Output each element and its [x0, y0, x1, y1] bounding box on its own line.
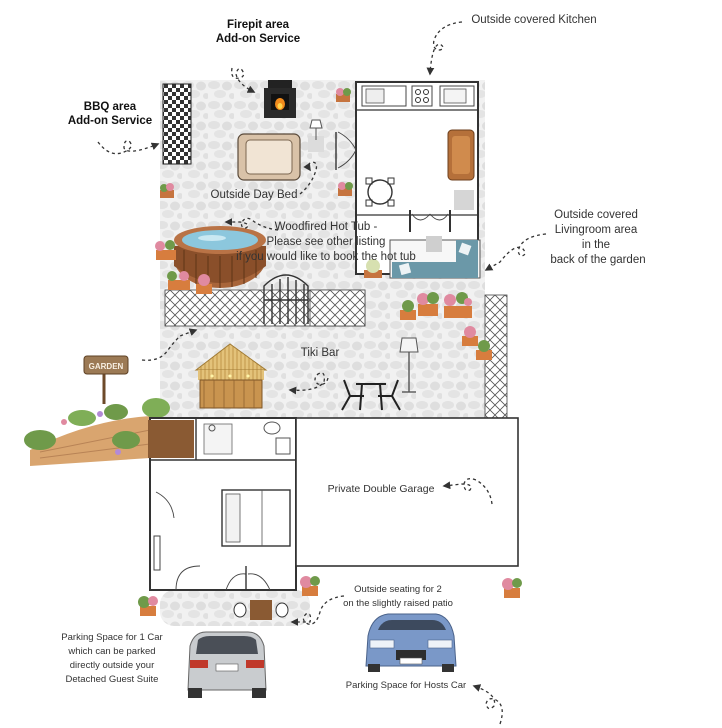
garage-label: Private Double Garage: [328, 483, 435, 495]
firepit-label-line1: Firepit area: [227, 19, 290, 31]
tiki-bar: [194, 343, 268, 409]
parking1-label-line1: Parking Space for 1 Car: [61, 632, 162, 643]
garden-sign-label: GARDEN: [89, 362, 124, 371]
hosts-car: [365, 613, 457, 672]
patio-seating: [233, 600, 289, 620]
table-and-chairs: [341, 379, 401, 411]
tiki-bar-label: Tiki Bar: [301, 347, 340, 359]
floor-lamp: [399, 337, 419, 393]
flower-pots: [138, 88, 522, 616]
woodfired-hot-tub: [174, 226, 266, 288]
parking1-label-line4: Detached Guest Suite: [66, 674, 159, 685]
garden-path: [24, 398, 170, 466]
guest-suite: [148, 417, 297, 591]
living-label-line2: Livingroom area: [555, 224, 638, 236]
day-bed-label: Outside Day Bed: [211, 189, 298, 201]
private-double-garage: [295, 417, 519, 567]
living-label-line3: in the: [582, 239, 610, 251]
bbq-label-line2: Add-on Service: [68, 115, 152, 127]
bbq-label-line1: BBQ area: [84, 101, 137, 113]
hot-tub-label-line2: Please see other listing: [267, 236, 386, 248]
living-label-line4: back of the garden: [550, 254, 645, 266]
garden-gate: [263, 274, 309, 324]
day-bed: [237, 133, 301, 181]
bbq-area-tiles: [162, 83, 192, 165]
seating-label-line2: on the slightly raised patio: [343, 598, 453, 609]
hot-tub-label-line1: Woodfired Hot Tub -: [275, 221, 378, 233]
floor-lamp-small: [308, 119, 324, 152]
hot-tub-label-line3: if you would like to book the hot tub: [236, 251, 416, 263]
living-room-area: [389, 236, 481, 279]
parking1-label-line3: directly outside your: [70, 660, 154, 671]
living-label-line1: Outside covered: [554, 209, 638, 221]
garden-sign: [83, 355, 129, 404]
seating-label-line1: Outside seating for 2: [354, 584, 442, 595]
guest-car: [187, 631, 267, 698]
labels: Firepit area Add-on Service BBQ area Add…: [61, 14, 645, 691]
parking1-label-line2: which can be parked: [67, 646, 155, 657]
firepit-label-line2: Add-on Service: [216, 33, 300, 45]
lattice-fence-mid: [309, 289, 366, 327]
kitchen-label: Outside covered Kitchen: [471, 14, 596, 26]
parking-hosts-label: Parking Space for Hosts Car: [346, 680, 466, 691]
arrows: [97, 21, 547, 725]
firepit-stove: [264, 80, 296, 118]
